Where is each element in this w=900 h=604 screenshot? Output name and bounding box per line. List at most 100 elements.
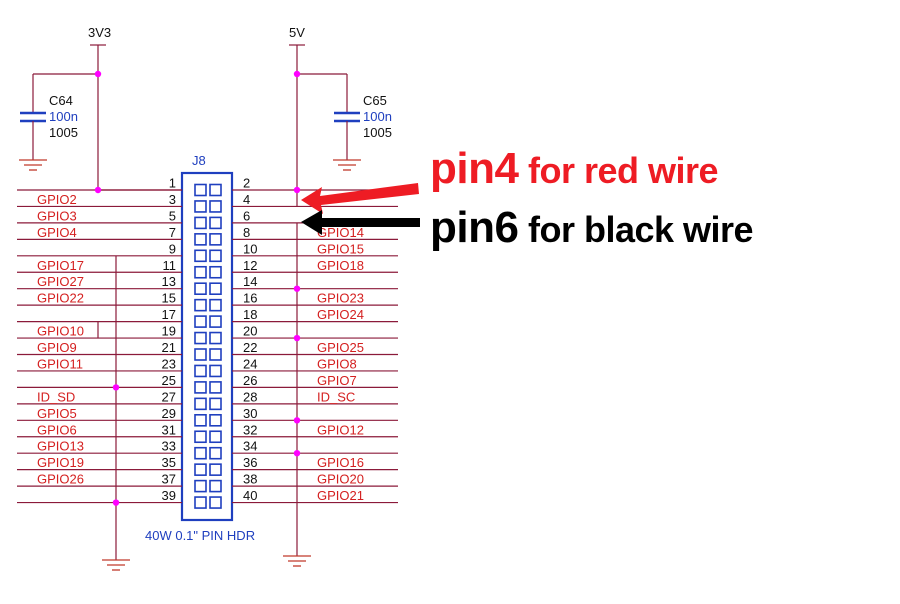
signal-label-id_sc: ID_SC bbox=[317, 389, 355, 404]
pin-number-38: 38 bbox=[243, 472, 257, 487]
signal-label-gpio24: GPIO24 bbox=[317, 307, 364, 322]
signal-label-gpio19: GPIO19 bbox=[37, 455, 84, 470]
pin-21 bbox=[194, 348, 207, 361]
signal-label-gpio18: GPIO18 bbox=[317, 258, 364, 273]
pin-number-18: 18 bbox=[243, 307, 257, 322]
junction-gnd-pin30 bbox=[293, 417, 301, 424]
pin-34 bbox=[209, 446, 222, 460]
signal-label-gpio17: GPIO17 bbox=[37, 258, 84, 273]
pin-number-28: 28 bbox=[243, 389, 257, 404]
signal-label-gpio5: GPIO5 bbox=[37, 406, 77, 421]
pin-5 bbox=[194, 216, 207, 230]
pin-39 bbox=[194, 496, 207, 509]
pin-number-10: 10 bbox=[243, 241, 257, 256]
pin-3 bbox=[194, 200, 207, 213]
pin-number-20: 20 bbox=[243, 324, 257, 339]
signal-label-gpio21: GPIO21 bbox=[317, 488, 364, 503]
junction-gnd-pin14 bbox=[293, 285, 301, 292]
junction-5v-pin2 bbox=[293, 186, 301, 194]
annotation-black-num: 6 bbox=[494, 203, 519, 252]
signal-label-gpio22: GPIO22 bbox=[37, 291, 84, 306]
pin-32 bbox=[209, 430, 222, 444]
pin-13 bbox=[194, 282, 207, 296]
annotation-black-post: for black wire bbox=[518, 209, 754, 250]
junction-gnd-pin39 bbox=[112, 499, 120, 506]
signal-label-id_sd: ID_SD bbox=[37, 389, 75, 404]
annotation-red-post: for red wire bbox=[518, 150, 719, 191]
pin-number-13: 13 bbox=[162, 274, 176, 289]
pin-23 bbox=[194, 364, 207, 378]
pin-30 bbox=[209, 413, 222, 427]
pin-number-7: 7 bbox=[169, 225, 176, 240]
connector-body bbox=[180, 171, 234, 522]
pin-25 bbox=[194, 381, 207, 394]
signal-label-gpio20: GPIO20 bbox=[317, 472, 364, 487]
pin-12 bbox=[209, 265, 222, 279]
pin-19 bbox=[194, 331, 207, 345]
junction-gnd-pin34 bbox=[293, 450, 301, 457]
pin-17 bbox=[194, 315, 207, 328]
pin-15 bbox=[194, 298, 207, 312]
pin-20 bbox=[209, 331, 222, 345]
signal-label-gpio26: GPIO26 bbox=[37, 472, 84, 487]
pin-18 bbox=[209, 315, 222, 328]
annotation-black-pre: pin bbox=[430, 203, 495, 252]
signal-label-gpio25: GPIO25 bbox=[317, 340, 364, 355]
pin-number-16: 16 bbox=[243, 291, 257, 306]
signal-label-gpio9: GPIO9 bbox=[37, 340, 77, 355]
pin-number-23: 23 bbox=[162, 356, 176, 371]
annotation-red-wire: pin4 for red wire bbox=[430, 144, 719, 193]
pin-9 bbox=[194, 249, 207, 263]
pin-number-21: 21 bbox=[162, 340, 176, 355]
connector-caption: 40W 0.1" PIN HDR bbox=[145, 528, 255, 543]
pin-number-40: 40 bbox=[243, 488, 257, 503]
pin-number-8: 8 bbox=[243, 225, 250, 240]
pin-number-39: 39 bbox=[162, 488, 176, 503]
pin-number-33: 33 bbox=[162, 439, 176, 454]
pin-14 bbox=[209, 282, 222, 296]
signal-label-gpio10: GPIO10 bbox=[37, 324, 84, 339]
pin-number-26: 26 bbox=[243, 373, 257, 388]
pin-number-31: 31 bbox=[162, 422, 176, 437]
pin-number-5: 5 bbox=[169, 208, 176, 223]
pin-number-34: 34 bbox=[243, 439, 257, 454]
pin-11 bbox=[194, 265, 207, 279]
pin-number-2: 2 bbox=[243, 176, 250, 191]
pin-4 bbox=[209, 200, 222, 213]
cap-pkg-c65: 1005 bbox=[363, 125, 392, 140]
pin-number-24: 24 bbox=[243, 356, 257, 371]
annotation-red-pre: pin bbox=[430, 144, 495, 193]
pin-number-17: 17 bbox=[162, 307, 176, 322]
pin-6 bbox=[209, 216, 222, 230]
pin-number-19: 19 bbox=[162, 324, 176, 339]
pin-38 bbox=[209, 479, 222, 493]
pin-27 bbox=[194, 397, 207, 411]
rail-label-5v: 5V bbox=[289, 25, 305, 40]
pin-26 bbox=[209, 381, 222, 394]
pin-36 bbox=[209, 463, 222, 476]
pin-24 bbox=[209, 364, 222, 378]
pin-37 bbox=[194, 479, 207, 493]
pin-number-37: 37 bbox=[162, 472, 176, 487]
connector-ref: J8 bbox=[192, 153, 206, 168]
cap-value-c65: 100n bbox=[363, 109, 392, 124]
pin-22 bbox=[209, 348, 222, 361]
signal-label-gpio4: GPIO4 bbox=[37, 225, 77, 240]
pin-number-29: 29 bbox=[162, 406, 176, 421]
pin-40 bbox=[209, 496, 222, 509]
pin-number-1: 1 bbox=[169, 176, 176, 191]
signal-label-gpio2: GPIO2 bbox=[37, 192, 77, 207]
pin-16 bbox=[209, 298, 222, 312]
pin-number-11: 11 bbox=[163, 258, 177, 273]
junction-3v3-pin1 bbox=[94, 186, 102, 194]
pin-31 bbox=[194, 430, 207, 444]
cap-pkg-c64: 1005 bbox=[49, 125, 78, 140]
junction-5v-cap bbox=[293, 70, 301, 78]
pin-number-35: 35 bbox=[162, 455, 176, 470]
rail-label-3v3: 3V3 bbox=[88, 25, 111, 40]
signal-label-gpio14: GPIO14 bbox=[317, 225, 364, 240]
pin-number-36: 36 bbox=[243, 455, 257, 470]
pin-28 bbox=[209, 397, 222, 411]
